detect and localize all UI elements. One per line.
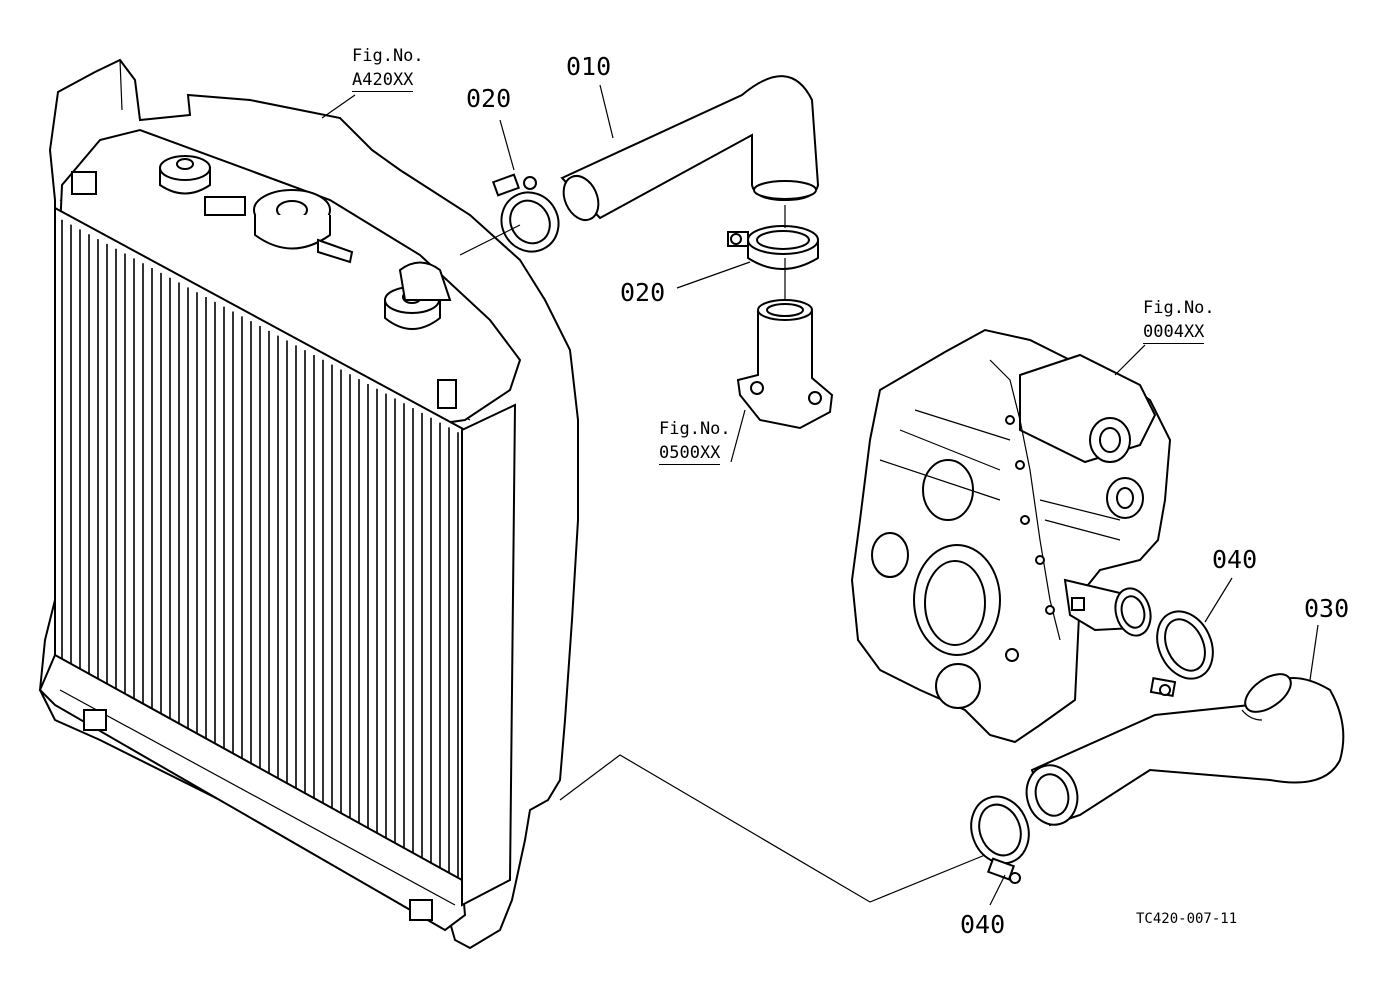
part-number-010: 010 [566, 52, 612, 81]
part-number-030: 030 [1304, 594, 1350, 623]
part-number-040-right: 040 [1212, 545, 1258, 574]
fig-ref-radiator-line1: Fig.No. [352, 46, 424, 66]
leader-lines [321, 84, 1319, 906]
clamp-040-right-drawing [1149, 610, 1214, 697]
lower-hose-drawing [1025, 673, 1345, 827]
fig-ref-engine-line2: 0004XX [1143, 322, 1205, 344]
part-number-020-top: 020 [466, 84, 512, 113]
fig-ref-thermostat-line2: 0500XX [659, 443, 721, 465]
engine-block-drawing [850, 328, 1172, 744]
fig-ref-engine-line1: Fig.No. [1143, 298, 1215, 318]
drawing-code: TC420-007-11 [1136, 911, 1238, 927]
part-number-040-bottom: 040 [960, 910, 1006, 939]
part-number-020-mid: 020 [620, 278, 666, 307]
clamp-020-mid-drawing [727, 225, 819, 270]
fig-ref-radiator-line2: A420XX [352, 70, 414, 92]
clamp-020-top-drawing [491, 173, 560, 253]
upper-hose-drawing [560, 75, 820, 221]
thermostat-housing-drawing [736, 299, 834, 430]
radiator-drawing [38, 58, 579, 950]
clamp-040-bottom-drawing [970, 795, 1030, 884]
fig-ref-thermostat-line1: Fig.No. [659, 419, 731, 439]
